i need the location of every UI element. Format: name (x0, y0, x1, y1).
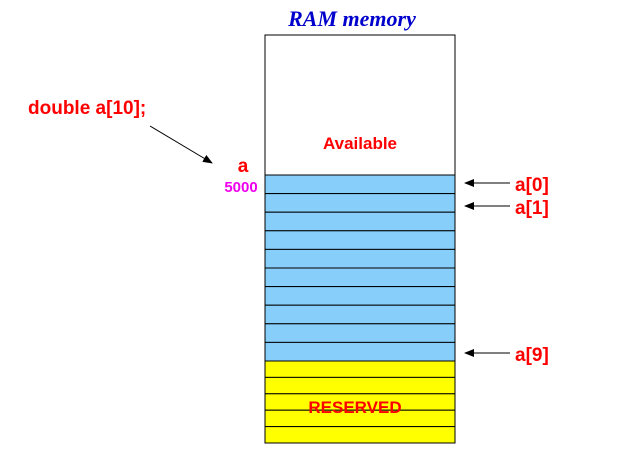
element-label-last: a[9] (515, 345, 549, 366)
declaration-arrow (149, 125, 213, 164)
reserved-cell (264, 376, 456, 395)
reserved-cell (264, 360, 456, 378)
reserved-rows (264, 360, 456, 444)
available-label: Available (323, 134, 397, 153)
array-element-cell (264, 193, 456, 213)
array-element-rows (264, 174, 456, 362)
reserved-cell (264, 426, 456, 444)
array-element-cell (264, 304, 456, 325)
array-element-cell (264, 248, 456, 269)
array-element-cell (264, 286, 456, 306)
array-element-cell (264, 174, 456, 195)
array-element-cell (264, 211, 456, 232)
element-label-first: a[0] (515, 175, 549, 196)
reserved-label: RESERVED (308, 398, 401, 417)
array-element-cell (264, 323, 456, 343)
diagram-title: RAM memory (287, 6, 416, 31)
element-label-second: a[1] (515, 198, 549, 219)
array-element-cell (264, 267, 456, 288)
declaration-label: double a[10]; (28, 98, 146, 119)
pointer-label: a (238, 156, 249, 177)
array-element-cell (264, 230, 456, 250)
address-label: 5000 (224, 179, 257, 196)
array-element-cell (264, 341, 456, 362)
